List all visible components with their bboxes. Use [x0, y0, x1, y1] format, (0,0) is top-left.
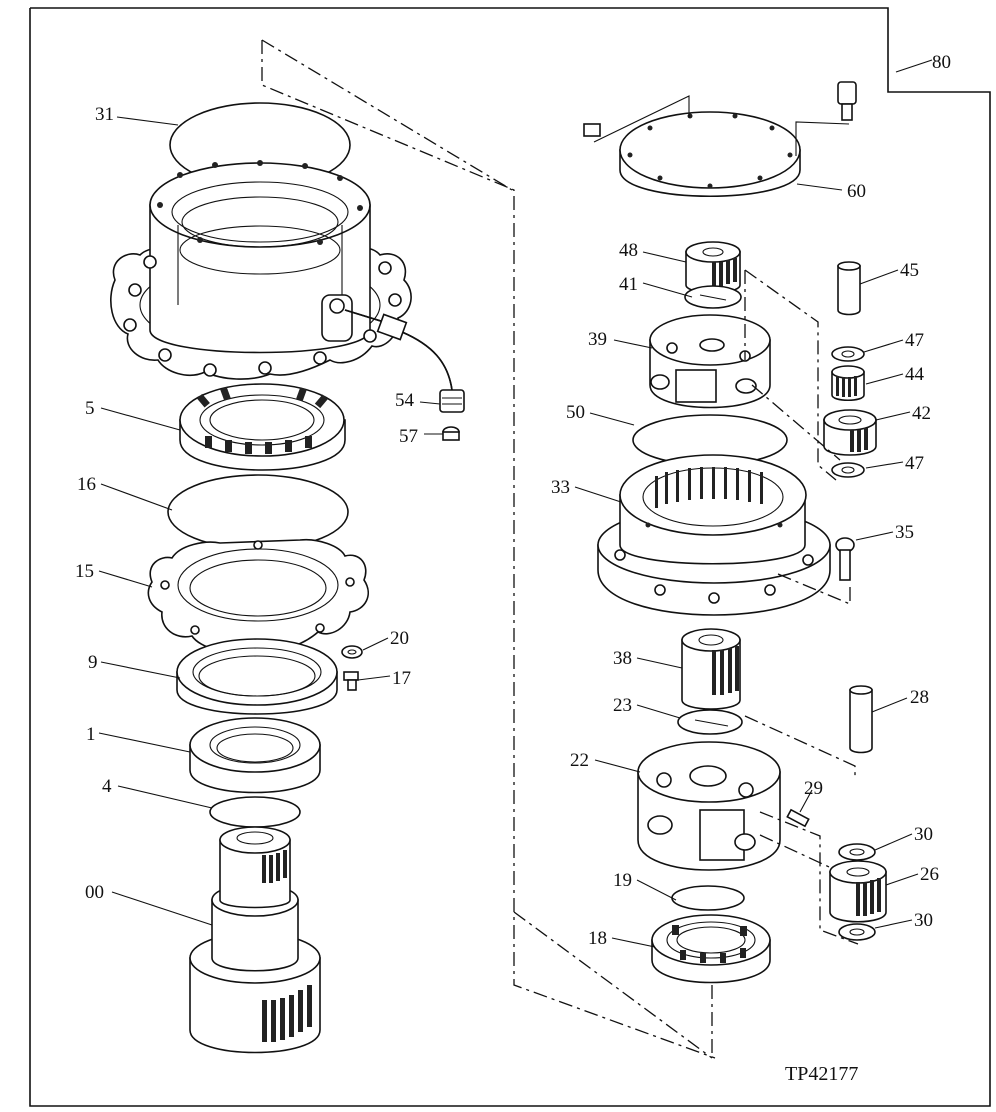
washer-20 [341, 645, 363, 659]
ring-gear-33 [597, 454, 831, 616]
plug-57 [442, 426, 460, 441]
thrust-washer-47-upper [831, 346, 865, 362]
callout-4: 4 [102, 776, 112, 797]
callout-17: 17 [392, 668, 411, 689]
callout-20: 20 [390, 628, 409, 649]
callout-54: 54 [395, 390, 415, 411]
roller-bearing-18 [651, 914, 771, 984]
breather-fitting [795, 81, 857, 156]
callout-31: 31 [95, 104, 114, 125]
callout-47-lower: 47 [905, 453, 924, 474]
callout-1: 1 [86, 724, 96, 745]
callout-50: 50 [566, 402, 585, 423]
snap-ring-19 [671, 885, 745, 911]
seal-9 [176, 638, 338, 715]
callout-9: 9 [88, 652, 98, 673]
carrier-39-phantom-line [744, 269, 837, 481]
carrier-22 [637, 741, 781, 871]
callout-35: 35 [895, 522, 914, 543]
callout-60: 60 [847, 181, 866, 202]
callout-16: 16 [77, 474, 96, 495]
carrier-39-pin-line [751, 384, 841, 461]
thrust-washer-23 [677, 709, 743, 735]
o-ring-16 [167, 474, 349, 550]
thrust-washer-47-lower [831, 462, 865, 478]
callout-29: 29 [804, 778, 823, 799]
bolt-35-phantom-line [777, 573, 851, 605]
callout-00: 00 [85, 882, 104, 903]
callout-26: 26 [920, 864, 939, 885]
output-shaft-00 [189, 826, 321, 1054]
callout-42: 42 [912, 403, 931, 424]
callout-5: 5 [85, 398, 95, 419]
callout-41: 41 [619, 274, 638, 295]
assembly-boundary-top [261, 39, 513, 191]
callout-30-upper: 30 [914, 824, 933, 845]
callout-47-upper: 47 [905, 330, 924, 351]
callout-33: 33 [551, 477, 570, 498]
callout-38: 38 [613, 648, 632, 669]
pin-45 [837, 261, 861, 316]
lube-pipe-54 [344, 309, 465, 413]
bolt-17 [343, 671, 359, 691]
leader-lines [98, 59, 933, 948]
needle-bearing-44 [831, 365, 865, 402]
callout-44: 44 [905, 364, 925, 385]
planet-gear-26 [829, 860, 887, 923]
figure-reference-id: TP42177 [785, 1063, 858, 1085]
thrust-washer-30-lower [838, 923, 876, 941]
planet-gear-42 [823, 409, 877, 456]
sun-gear-48 [685, 241, 741, 294]
thrust-washer-30-upper [838, 843, 876, 861]
callout-23: 23 [613, 695, 632, 716]
diagram-frame [29, 7, 991, 1107]
thrust-washer-41 [684, 285, 742, 309]
callout-15: 15 [75, 561, 94, 582]
carrier-39 [649, 314, 771, 409]
snap-ring-4 [209, 796, 301, 828]
cover-15 [147, 538, 369, 653]
callout-39: 39 [588, 329, 607, 350]
spring-pin-29 [786, 808, 810, 828]
callout-48: 48 [619, 240, 638, 261]
plug-fitting [583, 95, 690, 143]
callout-labels: 80 31 60 48 45 41 47 39 44 5 54 50 42 57… [75, 52, 951, 949]
callout-30-lower: 30 [914, 910, 933, 931]
callout-57: 57 [399, 426, 418, 447]
callout-45: 45 [900, 260, 919, 281]
roller-bearing-5 [179, 383, 346, 471]
bearing-1 [189, 717, 321, 794]
callout-22: 22 [570, 750, 589, 771]
assembly-boundary-line [261, 40, 716, 1059]
callout-19: 19 [613, 870, 632, 891]
pin-28 [849, 685, 873, 754]
carrier-22-gear-line [759, 834, 841, 873]
callout-18: 18 [588, 928, 607, 949]
housing-flange [110, 160, 412, 380]
callout-80: 80 [932, 52, 951, 73]
sun-gear-38 [681, 628, 741, 710]
callout-28: 28 [910, 687, 929, 708]
carrier-22-phantom-line [744, 715, 856, 780]
bolt-35 [835, 537, 855, 581]
carrier-22-pin-line [759, 811, 859, 945]
cover-plate-60 [619, 111, 801, 198]
